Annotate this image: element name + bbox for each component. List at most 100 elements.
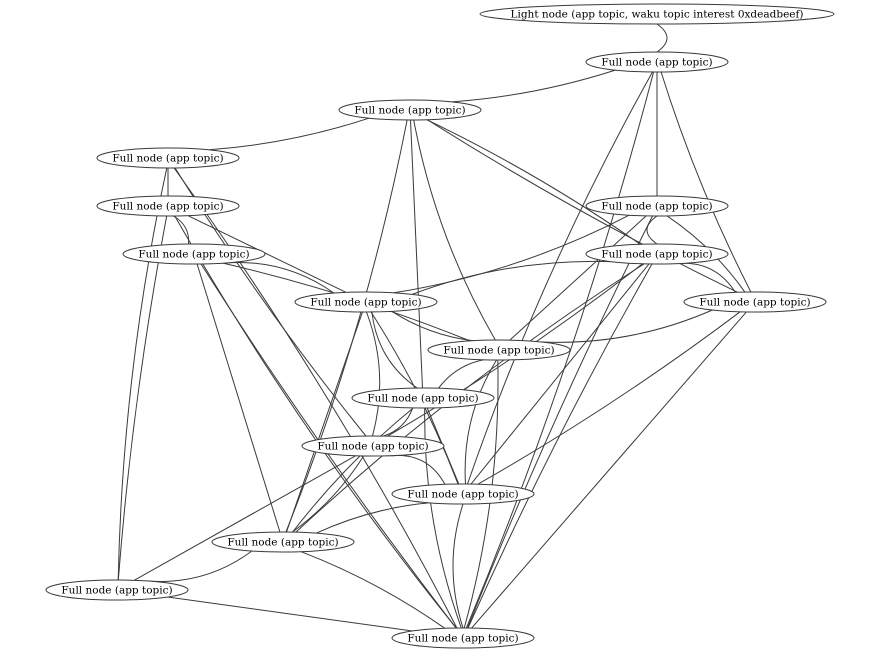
node-ellipse [294,291,438,313]
node-layer: Light node (app topic, waku topic intere… [45,3,835,649]
edge-F1-F16 [465,71,655,629]
node-ellipse [427,339,571,361]
edge-F1-F2 [451,69,616,103]
edge-F6-F8 [393,214,630,294]
node-label: Full node (app topic) [138,249,249,261]
node-label: Light node (app topic, waku topic intere… [511,9,804,21]
edge-F14-F15 [148,550,253,582]
node-ellipse [301,435,445,457]
edge-F4-F15 [117,215,168,581]
edge-F12-F14 [292,455,365,533]
full-node-f12: Full node (app topic) [301,435,445,457]
full-node-f13: Full node (app topic) [391,483,535,505]
edge-F5-F8 [225,261,335,294]
node-label: Full node (app topic) [601,249,712,261]
node-ellipse [479,3,835,25]
edge-F4-F16 [174,215,457,629]
node-label: Full node (app topic) [601,201,712,213]
node-label: Full node (app topic) [112,201,223,213]
edge-F10-F11 [438,359,484,389]
node-ellipse [338,99,482,121]
edge-F7-F9 [676,262,736,293]
full-node-f1: Full node (app topic) [585,51,729,73]
edge-F13-F14 [315,502,430,534]
node-ellipse [96,147,240,169]
edge-F12-F13 [391,454,446,485]
edge-F15-F16 [167,596,413,632]
node-label: Full node (app topic) [407,633,518,645]
edge-F7-F8 [411,260,611,295]
node-ellipse [585,243,729,265]
node-ellipse [683,291,827,313]
edge-F12-F15 [133,455,357,581]
node-ellipse [122,243,266,265]
node-label: Full node (app topic) [112,153,223,165]
full-node-f7: Full node (app topic) [585,243,729,265]
node-ellipse [585,51,729,73]
edge-F2-F7 [426,119,641,245]
edge-F2-F11 [410,119,423,389]
edge-F9-F16 [471,311,747,629]
full-node-f4: Full node (app topic) [96,195,240,217]
edge-F14-F16 [300,551,446,629]
edge-F11-F12 [383,407,414,437]
node-label: Full node (app topic) [227,537,338,549]
node-label: Full node (app topic) [601,57,712,69]
edge-L-F1 [656,23,668,53]
full-node-f15: Full node (app topic) [45,579,189,601]
edge-F2-F10 [413,119,496,341]
edge-F2-F9 [427,119,738,293]
full-node-f3: Full node (app topic) [96,147,240,169]
edge-F5-F14 [196,263,281,533]
node-ellipse [351,387,495,409]
full-node-f16: Full node (app topic) [391,627,535,649]
edge-F7-F13 [470,263,650,485]
edge-F11-F14 [292,407,414,533]
node-ellipse [585,195,729,217]
edge-layer [117,23,752,632]
edge-F10-F13 [464,359,497,485]
node-label: Full node (app topic) [317,441,428,453]
node-label: Full node (app topic) [367,393,478,405]
edge-F1-F13 [467,71,653,485]
full-node-f14: Full node (app topic) [211,531,355,553]
edge-F8-F14 [286,311,363,533]
edge-F4-F5 [173,215,190,245]
node-label: Full node (app topic) [61,585,172,597]
edge-F9-F13 [477,311,741,485]
full-node-f2: Full node (app topic) [338,99,482,121]
edge-F6-F16 [467,215,653,629]
full-node-f11: Full node (app topic) [351,387,495,409]
edge-F1-F9 [660,71,752,293]
full-node-f8: Full node (app topic) [294,291,438,313]
edge-F4-F8 [187,215,347,293]
edge-F8-F11 [371,311,418,389]
node-label: Full node (app topic) [407,489,518,501]
edge-F3-F15 [117,167,168,581]
node-ellipse [45,579,189,601]
edge-F2-F14 [285,119,408,533]
edge-F13-F16 [452,503,464,629]
edge-F11-F16 [424,407,462,629]
full-node-f9: Full node (app topic) [683,291,827,313]
edge-F8-F10 [391,310,474,342]
node-ellipse [96,195,240,217]
edge-F2-F3 [209,117,370,151]
edge-F6-F10 [509,215,647,341]
edge-F3-F16 [173,167,458,629]
edge-F7-F16 [467,263,653,629]
edge-F8-F12 [366,311,381,437]
full-node-f10: Full node (app topic) [427,339,571,361]
light-node: Light node (app topic, waku topic intere… [479,3,835,25]
node-label: Full node (app topic) [310,297,421,309]
edge-F6-F7 [646,215,658,245]
node-label: Full node (app topic) [699,297,810,309]
node-label: Full node (app topic) [443,345,554,357]
node-ellipse [211,531,355,553]
full-node-f5: Full node (app topic) [122,243,266,265]
node-label: Full node (app topic) [354,105,465,117]
node-ellipse [391,483,535,505]
node-ellipse [391,627,535,649]
edge-F9-F10 [541,309,713,343]
